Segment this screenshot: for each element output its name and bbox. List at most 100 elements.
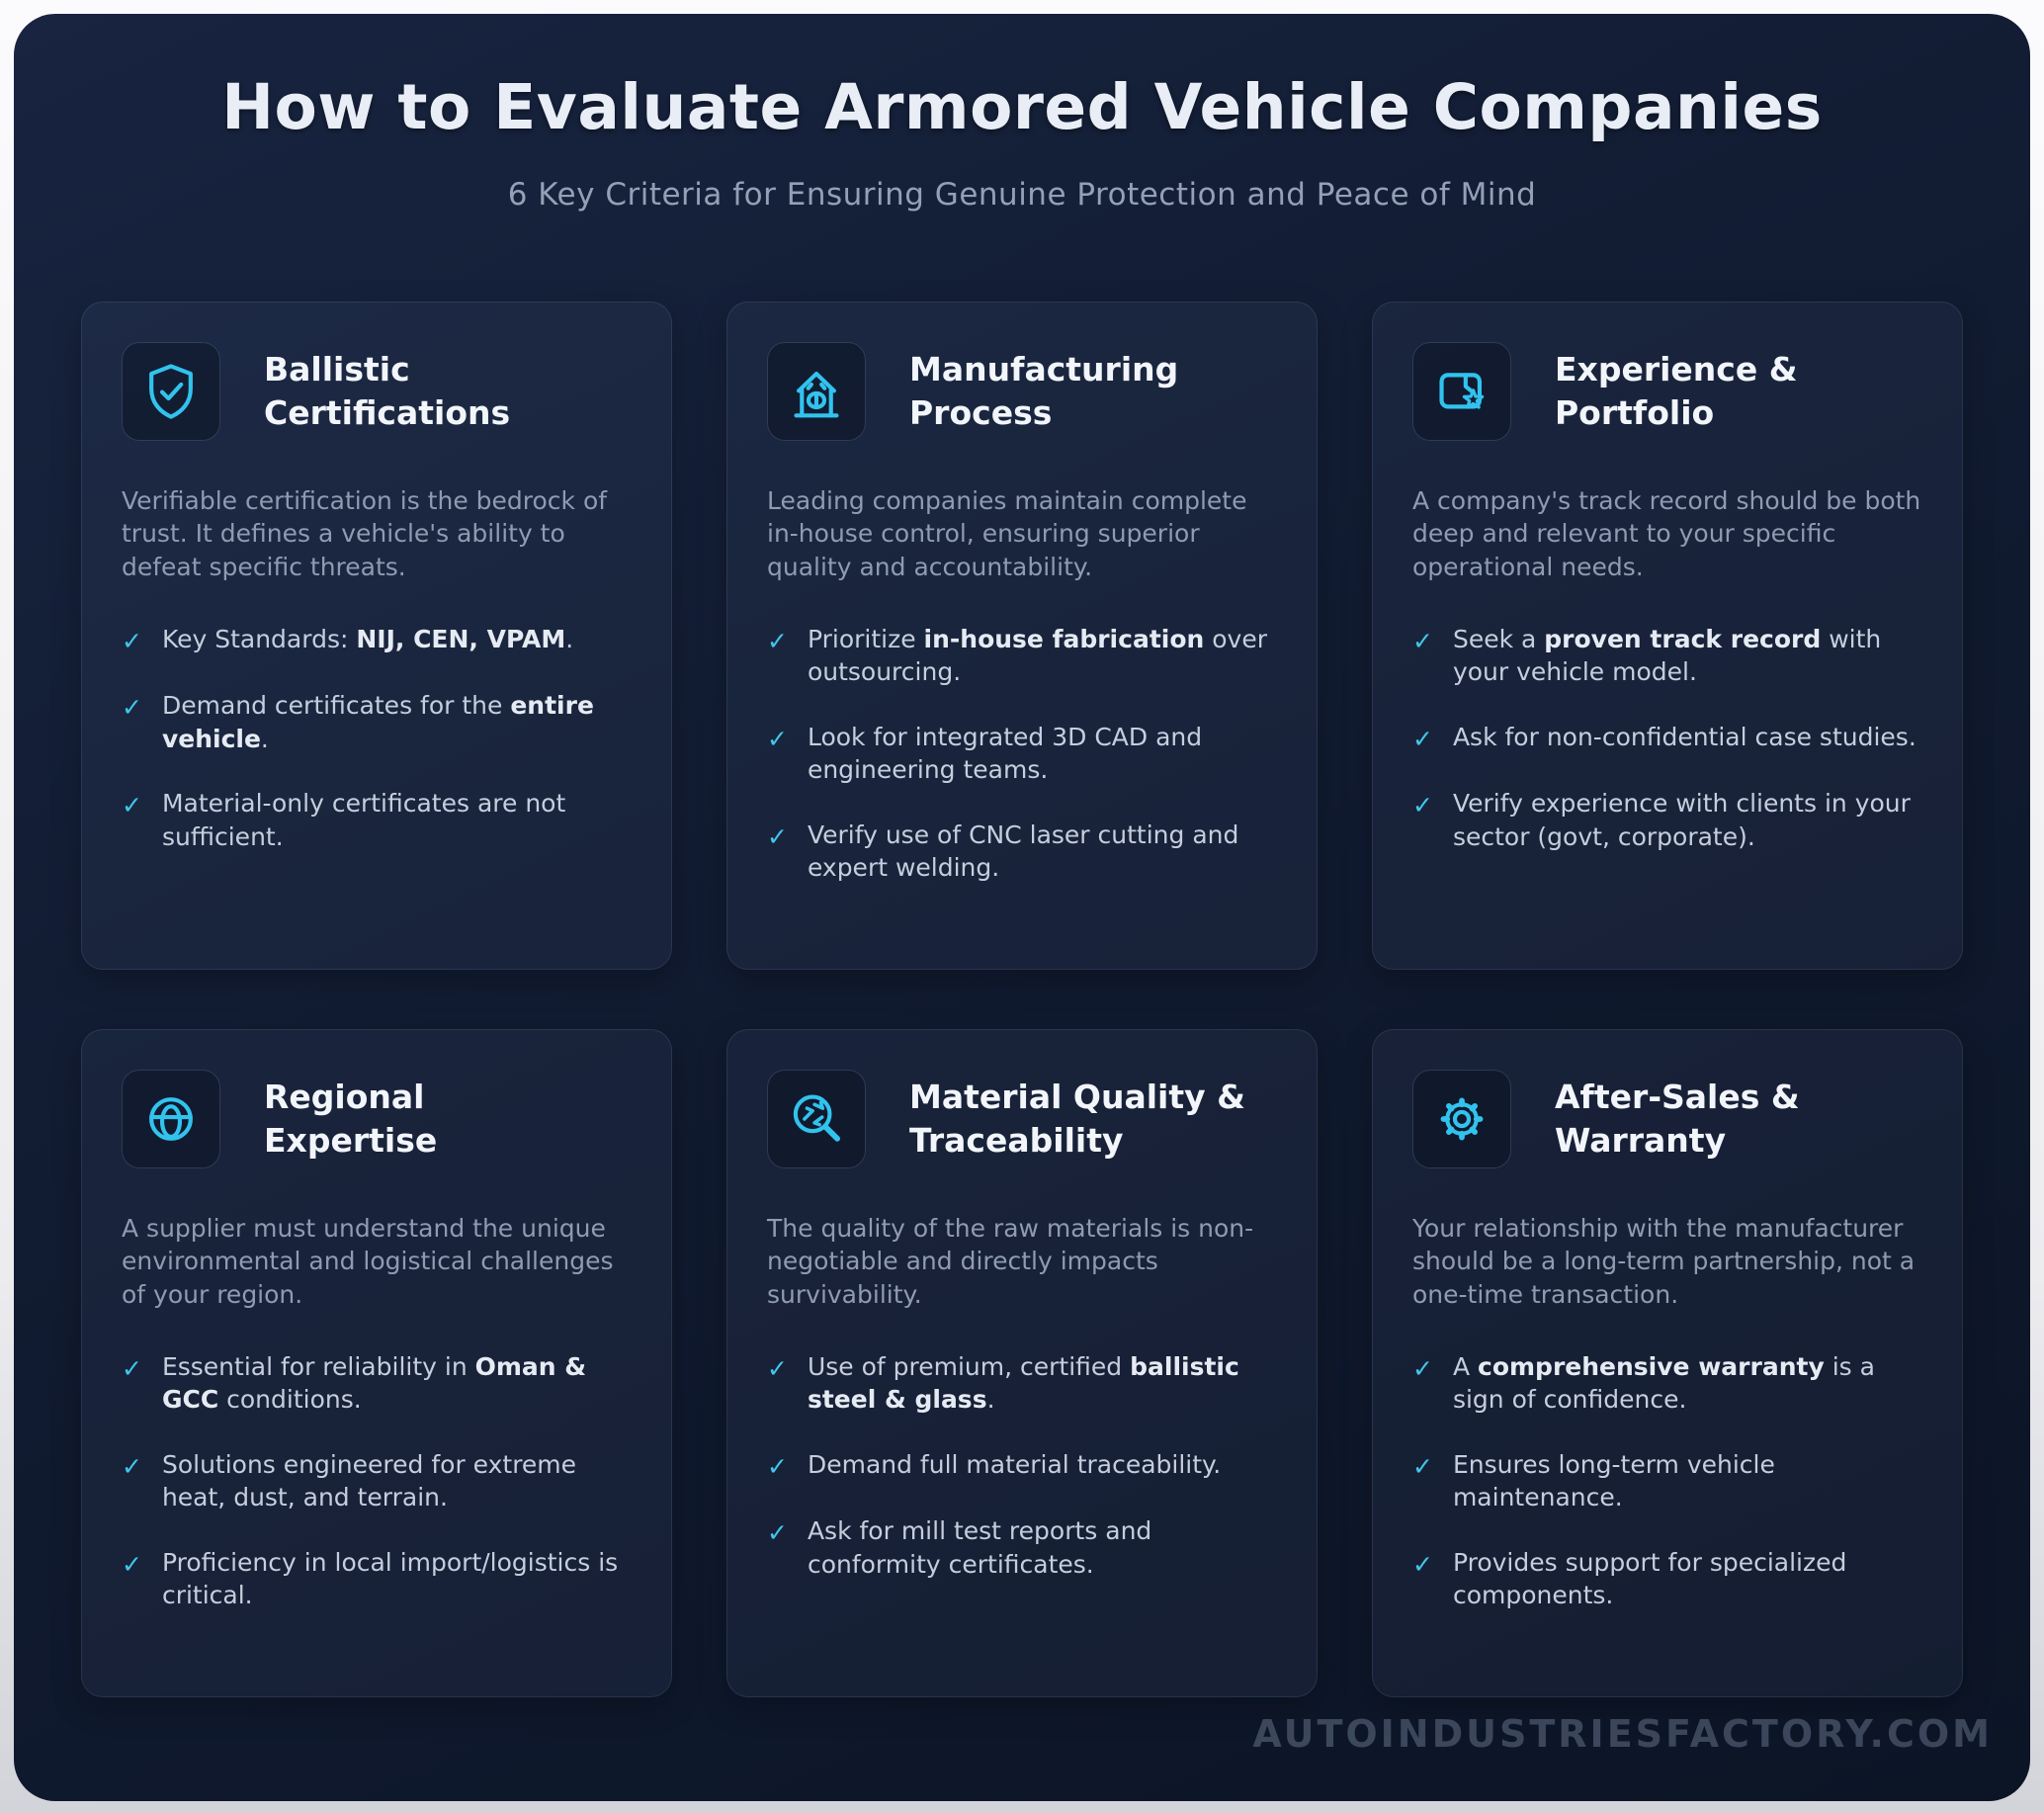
bullet-text: Verify experience with clients in your s… <box>1452 789 1911 851</box>
card-title: After-Sales & Warranty <box>1555 1078 1800 1160</box>
check-icon: ✓ <box>122 626 142 655</box>
check-icon: ✓ <box>1412 1353 1433 1383</box>
bullet-text: Essential for reliability in Oman & GCC … <box>161 1351 587 1415</box>
card-description: The quality of the raw materials is non-… <box>767 1214 1254 1309</box>
check-icon: ✓ <box>1412 724 1433 753</box>
bullet-item: ✓ Verify experience with clients in your… <box>1412 787 1922 853</box>
card-header: Regional Expertise <box>122 1070 632 1168</box>
check-icon: ✓ <box>1412 1451 1433 1481</box>
bullet-text: Material-only certificates are not suffi… <box>161 789 566 851</box>
bullet-item: ✓ Solutions engineered for extreme heat,… <box>122 1448 632 1514</box>
bullet-text: Seek a proven track record with your veh… <box>1452 624 1882 687</box>
bullet-text: Key Standards: NIJ, CEN, VPAM. <box>161 624 574 653</box>
card-description: Leading companies maintain complete in-h… <box>767 486 1247 581</box>
bullet-item: ✓ Demand full material traceability. <box>767 1448 1277 1484</box>
globe-icon <box>149 1097 193 1141</box>
check-icon: ✓ <box>767 626 788 655</box>
bullet-list: ✓ Use of premium, certified ballistic st… <box>767 1350 1277 1582</box>
info-panel: How to Evaluate Armored Vehicle Companie… <box>14 14 2030 1801</box>
bullet-item: ✓ Proficiency in local import/logistics … <box>122 1546 632 1612</box>
bullet-list: ✓ Seek a proven track record with your v… <box>1412 623 1922 854</box>
bullet-item: ✓ A comprehensive warranty is a sign of … <box>1412 1350 1922 1417</box>
bullet-item: ✓ Verify use of CNC laser cutting and ex… <box>767 819 1277 885</box>
bullet-text: Use of premium, certified ballistic stee… <box>807 1351 1239 1415</box>
check-icon: ✓ <box>767 1353 788 1383</box>
card-material-quality-traceability: Material Quality & Traceability The qual… <box>726 1029 1318 1697</box>
check-icon: ✓ <box>767 1518 788 1548</box>
bullet-text: Ensures long-term vehicle maintenance. <box>1452 1449 1775 1512</box>
check-icon: ✓ <box>767 1451 788 1481</box>
bullet-text: A comprehensive warranty is a sign of co… <box>1452 1351 1875 1415</box>
card-regional-expertise: Regional Expertise A supplier must under… <box>81 1029 672 1697</box>
bullet-item: ✓ Ask for non-confidential case studies. <box>1412 721 1922 756</box>
icon-box <box>1412 342 1511 441</box>
card-title: Manufacturing Process <box>909 350 1179 432</box>
bullet-item: ✓ Seek a proven track record with your v… <box>1412 623 1922 689</box>
factory-icon <box>794 372 839 418</box>
bullet-item: ✓ Prioritize in-house fabrication over o… <box>767 623 1277 689</box>
card-header: After-Sales & Warranty <box>1412 1070 1922 1168</box>
bullet-text: Solutions engineered for extreme heat, d… <box>161 1449 577 1512</box>
card-title: Ballistic Certifications <box>264 350 511 432</box>
bullet-text: Ask for non-confidential case studies. <box>1452 722 1916 751</box>
search-trace-icon <box>793 1094 840 1142</box>
check-icon: ✓ <box>122 1451 142 1481</box>
bullet-text: Proficiency in local import/logistics is… <box>161 1547 619 1610</box>
bullet-item: ✓ Ensures long-term vehicle maintenance. <box>1412 1448 1922 1514</box>
bullet-list: ✓ A comprehensive warranty is a sign of … <box>1412 1350 1922 1612</box>
card-manufacturing-process: Manufacturing Process Leading companies … <box>726 302 1318 970</box>
icon-box <box>767 1070 866 1168</box>
bullet-text: Ask for mill test reports and conformity… <box>807 1516 1152 1579</box>
page-subtitle: 6 Key Criteria for Ensuring Genuine Prot… <box>507 177 1537 213</box>
bullet-list: ✓ Prioritize in-house fabrication over o… <box>767 623 1277 885</box>
bullet-text: Provides support for specialized compone… <box>1452 1547 1847 1610</box>
bullet-text: Demand certificates for the entire vehic… <box>161 691 594 753</box>
card-title: Experience & Portfolio <box>1555 350 1798 432</box>
cards-grid: Ballistic Certifications Verifiable cert… <box>81 302 1963 1697</box>
bullet-item: ✓ Look for integrated 3D CAD and enginee… <box>767 721 1277 787</box>
card-title: Material Quality & Traceability <box>909 1078 1245 1160</box>
bullet-text: Look for integrated 3D CAD and engineeri… <box>807 722 1203 785</box>
card-description: Verifiable certification is the bedrock … <box>122 486 608 581</box>
bullet-item: ✓ Key Standards: NIJ, CEN, VPAM. <box>122 623 632 658</box>
watermark: AUTOINDUSTRIESFACTORY.COM <box>1252 1712 1993 1756</box>
card-after-sales-warranty: After-Sales & Warranty Your relationship… <box>1372 1029 1963 1697</box>
page-title: How to Evaluate Armored Vehicle Companie… <box>221 71 1823 143</box>
card-ballistic-certifications: Ballistic Certifications Verifiable cert… <box>81 302 672 970</box>
check-icon: ✓ <box>122 693 142 723</box>
icon-box <box>767 342 866 441</box>
bullet-text: Prioritize in-house fabrication over out… <box>807 624 1268 687</box>
card-description: A company's track record should be both … <box>1412 486 1921 581</box>
check-icon: ✓ <box>122 1549 142 1579</box>
icon-box <box>122 1070 220 1168</box>
check-icon: ✓ <box>1412 626 1433 655</box>
check-icon: ✓ <box>1412 1549 1433 1579</box>
bullet-text: Verify use of CNC laser cutting and expe… <box>807 820 1239 883</box>
bullet-item: ✓ Essential for reliability in Oman & GC… <box>122 1350 632 1417</box>
check-icon: ✓ <box>767 821 788 851</box>
gear-icon <box>1440 1097 1484 1141</box>
portfolio-star-icon <box>1439 373 1485 409</box>
bullet-item: ✓ Demand certificates for the entire veh… <box>122 689 632 755</box>
bullet-item: ✓ Provides support for specialized compo… <box>1412 1546 1922 1612</box>
bullet-item: ✓ Use of premium, certified ballistic st… <box>767 1350 1277 1417</box>
card-title: Regional Expertise <box>264 1078 438 1160</box>
bullet-list: ✓ Key Standards: NIJ, CEN, VPAM. ✓ Deman… <box>122 623 632 854</box>
check-icon: ✓ <box>122 791 142 820</box>
icon-box <box>122 342 220 441</box>
card-description: A supplier must understand the unique en… <box>122 1214 614 1309</box>
check-icon: ✓ <box>1412 791 1433 820</box>
card-experience-portfolio: Experience & Portfolio A company's track… <box>1372 302 1963 970</box>
card-header: Experience & Portfolio <box>1412 342 1922 441</box>
card-header: Material Quality & Traceability <box>767 1070 1277 1168</box>
icon-box <box>1412 1070 1511 1168</box>
check-icon: ✓ <box>767 724 788 753</box>
bullet-item: ✓ Material-only certificates are not suf… <box>122 787 632 853</box>
bullet-item: ✓ Ask for mill test reports and conformi… <box>767 1514 1277 1581</box>
shield-check-icon <box>149 364 193 419</box>
card-header: Manufacturing Process <box>767 342 1277 441</box>
check-icon: ✓ <box>122 1353 142 1383</box>
bullet-list: ✓ Essential for reliability in Oman & GC… <box>122 1350 632 1612</box>
card-description: Your relationship with the manufacturer … <box>1412 1214 1916 1309</box>
card-header: Ballistic Certifications <box>122 342 632 441</box>
